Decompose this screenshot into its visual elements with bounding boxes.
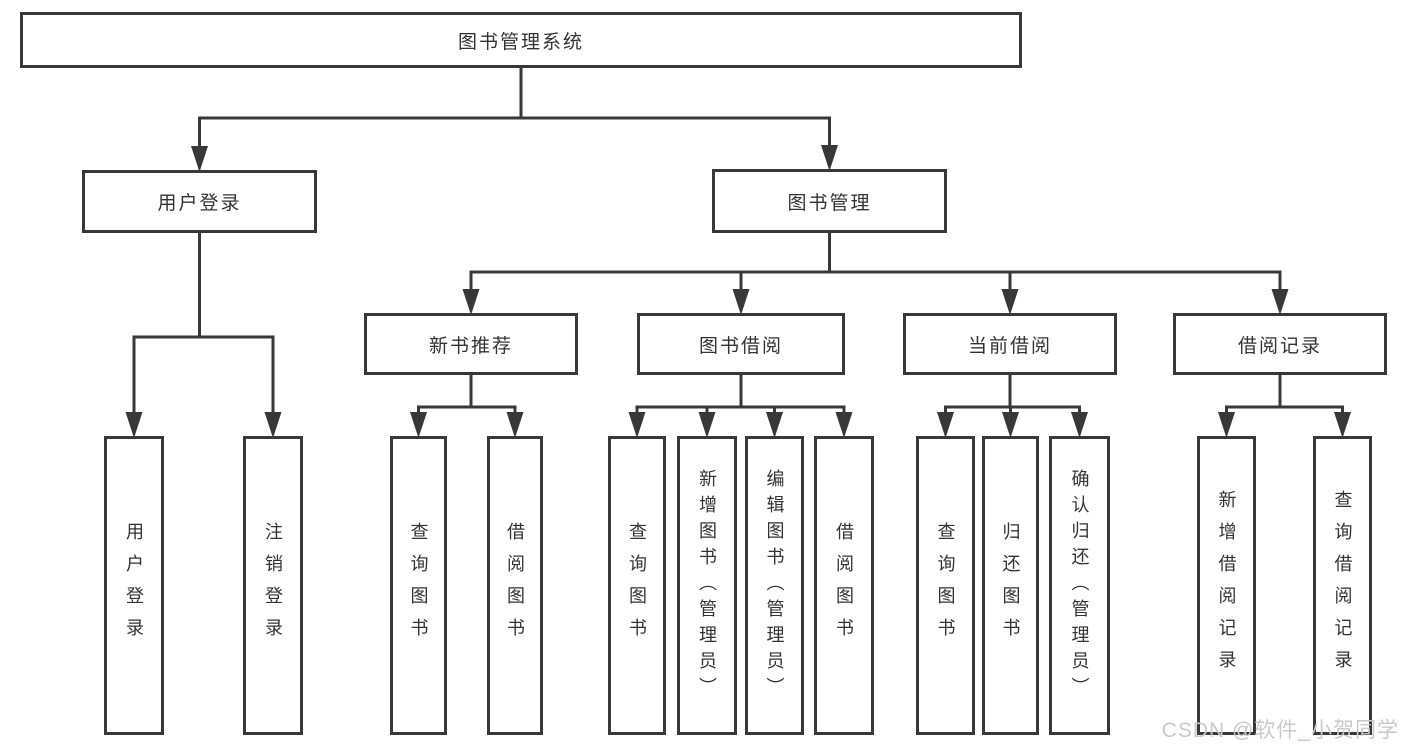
arrowhead-icon (191, 146, 208, 172)
connector-borrow-records (1218, 373, 1351, 438)
connector-user-login-group (125, 231, 282, 438)
connector-path (132, 231, 275, 420)
arrowhead-icon (628, 412, 646, 438)
connector-book-management (462, 231, 1289, 315)
connector-path (944, 373, 1081, 420)
node-rec-query-books: 查询图书 (390, 436, 447, 735)
arrowhead-icon (125, 412, 143, 438)
arrowhead-icon (698, 412, 716, 438)
node-bb-borrow-books: 借阅图书 (814, 436, 874, 735)
arrowhead-icon (1002, 412, 1019, 438)
node-rec-borrow-books: 借阅图书 (487, 436, 543, 735)
node-user-login: 用户登录 (104, 436, 164, 735)
connector-path (469, 231, 1282, 297)
node-new-book-recommend: 新书推荐 (364, 313, 578, 375)
node-logout: 注销登录 (243, 436, 303, 735)
arrowhead-icon (1271, 289, 1289, 315)
connector-path (1225, 373, 1344, 420)
arrowhead-icon (821, 145, 838, 171)
arrowhead-icon (506, 412, 524, 438)
node-br-query-record: 查询借阅记录 (1313, 436, 1372, 735)
node-book-management: 图书管理 (712, 169, 947, 233)
connector-book-borrowing (628, 373, 853, 438)
arrowhead-icon (1001, 289, 1019, 315)
arrowhead-icon (410, 412, 427, 438)
node-cb-return-books: 归还图书 (982, 436, 1039, 735)
connector-path (635, 373, 846, 420)
arrowhead-icon (1334, 412, 1351, 438)
arrowhead-icon (732, 289, 750, 315)
connector-new-book-recommend (410, 373, 524, 438)
arrowhead-icon (462, 289, 480, 315)
arrowhead-icon (937, 412, 954, 438)
node-br-add-record: 新增借阅记录 (1197, 436, 1256, 735)
node-bb-edit-books: 编辑图书（管理员） (745, 436, 804, 735)
arrowhead-icon (264, 412, 282, 438)
node-cb-query-books: 查询图书 (916, 436, 975, 735)
node-user-login-group: 用户登录 (82, 170, 317, 233)
node-borrow-records: 借阅记录 (1173, 313, 1387, 375)
node-book-borrowing: 图书借阅 (637, 313, 845, 375)
node-bb-query-books: 查询图书 (608, 436, 666, 735)
node-bb-add-books: 新增图书（管理员） (677, 436, 737, 735)
connector-path (198, 66, 831, 154)
connector-library-system (191, 66, 838, 172)
arrowhead-icon (766, 412, 783, 438)
watermark: CSDN @软件_小贺同学 (1161, 719, 1399, 742)
node-library-system: 图书管理系统 (20, 12, 1022, 68)
arrowhead-icon (1071, 412, 1088, 438)
arrowhead-icon (1218, 412, 1235, 438)
node-cb-confirm-return: 确认归还（管理员） (1049, 436, 1110, 735)
arrowhead-icon (835, 412, 853, 438)
connector-current-borrowing (937, 373, 1088, 438)
node-current-borrowing: 当前借阅 (903, 313, 1117, 375)
connector-path (417, 373, 517, 420)
